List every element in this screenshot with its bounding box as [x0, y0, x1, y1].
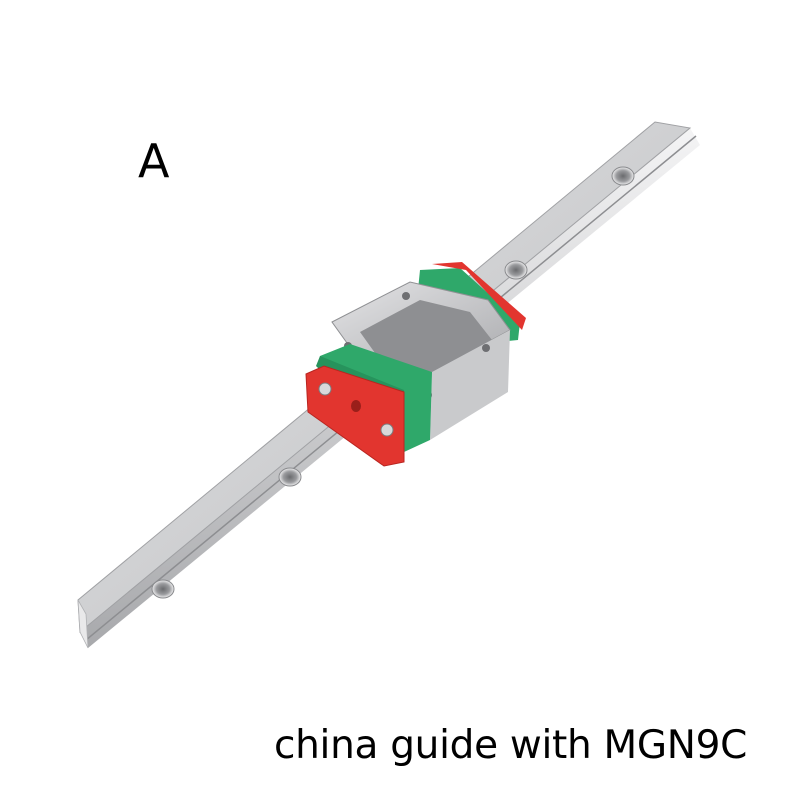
product-caption: china guide with MGN9C — [274, 723, 748, 768]
mounting-hole-icon — [504, 260, 528, 280]
rail-mounting-holes — [151, 166, 635, 599]
mounting-hole-icon — [611, 166, 635, 186]
variant-label: A — [138, 134, 170, 188]
screw-icon — [380, 423, 394, 437]
carriage-block — [305, 262, 526, 467]
mounting-hole-icon — [278, 467, 302, 487]
mounting-hole-icon — [151, 579, 175, 599]
screw-icon — [318, 382, 332, 396]
